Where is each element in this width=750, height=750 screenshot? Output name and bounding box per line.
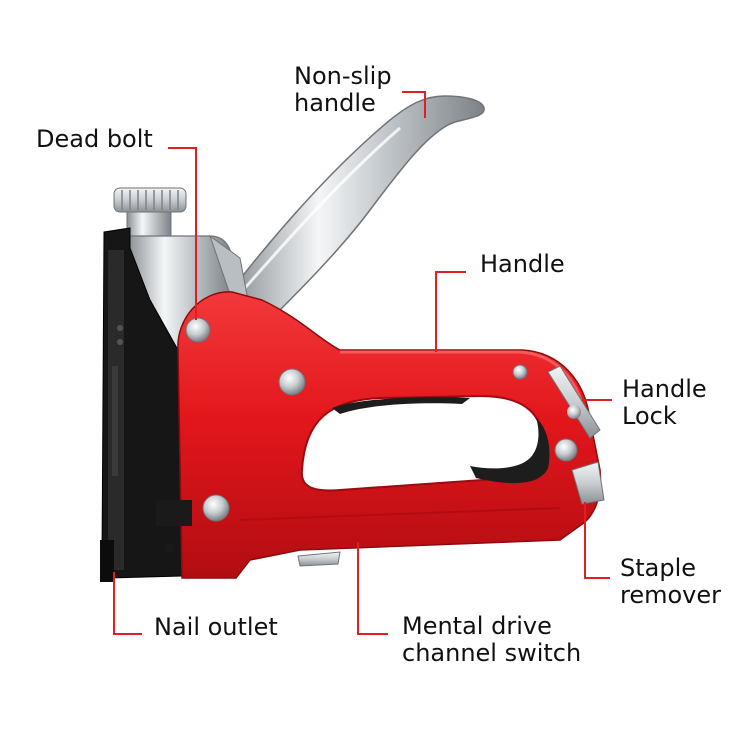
handle-lock-clip — [547, 365, 601, 439]
leader-drive-switch — [357, 542, 388, 635]
red-body — [156, 291, 602, 579]
label-drive-switch-line2: channel switch — [402, 639, 582, 667]
leader-lines — [113, 91, 612, 635]
label-nail-outlet-text: Nail outlet — [154, 613, 278, 641]
leader-handle — [435, 271, 466, 352]
label-non-slip-handle-line1: Non-slip — [294, 62, 392, 90]
leader-dead-bolt — [168, 147, 197, 320]
label-non-slip-handle: Non-slip handle — [294, 63, 392, 117]
label-handle-lock-line2: Lock — [622, 402, 677, 430]
label-handle: Handle — [480, 251, 565, 278]
label-nail-outlet: Nail outlet — [154, 614, 278, 641]
leader-staple-remover — [584, 502, 610, 579]
label-staple-remover: Staple remover — [620, 555, 721, 609]
staple-remover-part — [571, 461, 605, 505]
rivets — [185, 317, 578, 522]
label-dead-bolt: Dead bolt — [36, 126, 153, 153]
label-handle-lock: Handle Lock — [622, 376, 707, 430]
label-handle-text: Handle — [480, 250, 565, 278]
leader-nail-outlet — [113, 572, 142, 635]
label-drive-switch-line1: Mental drive — [402, 612, 552, 640]
label-handle-lock-line1: Handle — [622, 375, 707, 403]
label-drive-switch: Mental drive channel switch — [402, 613, 581, 667]
label-staple-remover-line1: Staple — [620, 554, 697, 582]
leader-non-slip-handle — [402, 91, 426, 118]
label-staple-remover-line2: remover — [620, 581, 722, 609]
front-magazine — [100, 227, 183, 582]
non-slip-handle-part — [228, 95, 485, 321]
label-dead-bolt-text: Dead bolt — [36, 125, 153, 153]
label-non-slip-handle-line2: handle — [294, 89, 376, 117]
